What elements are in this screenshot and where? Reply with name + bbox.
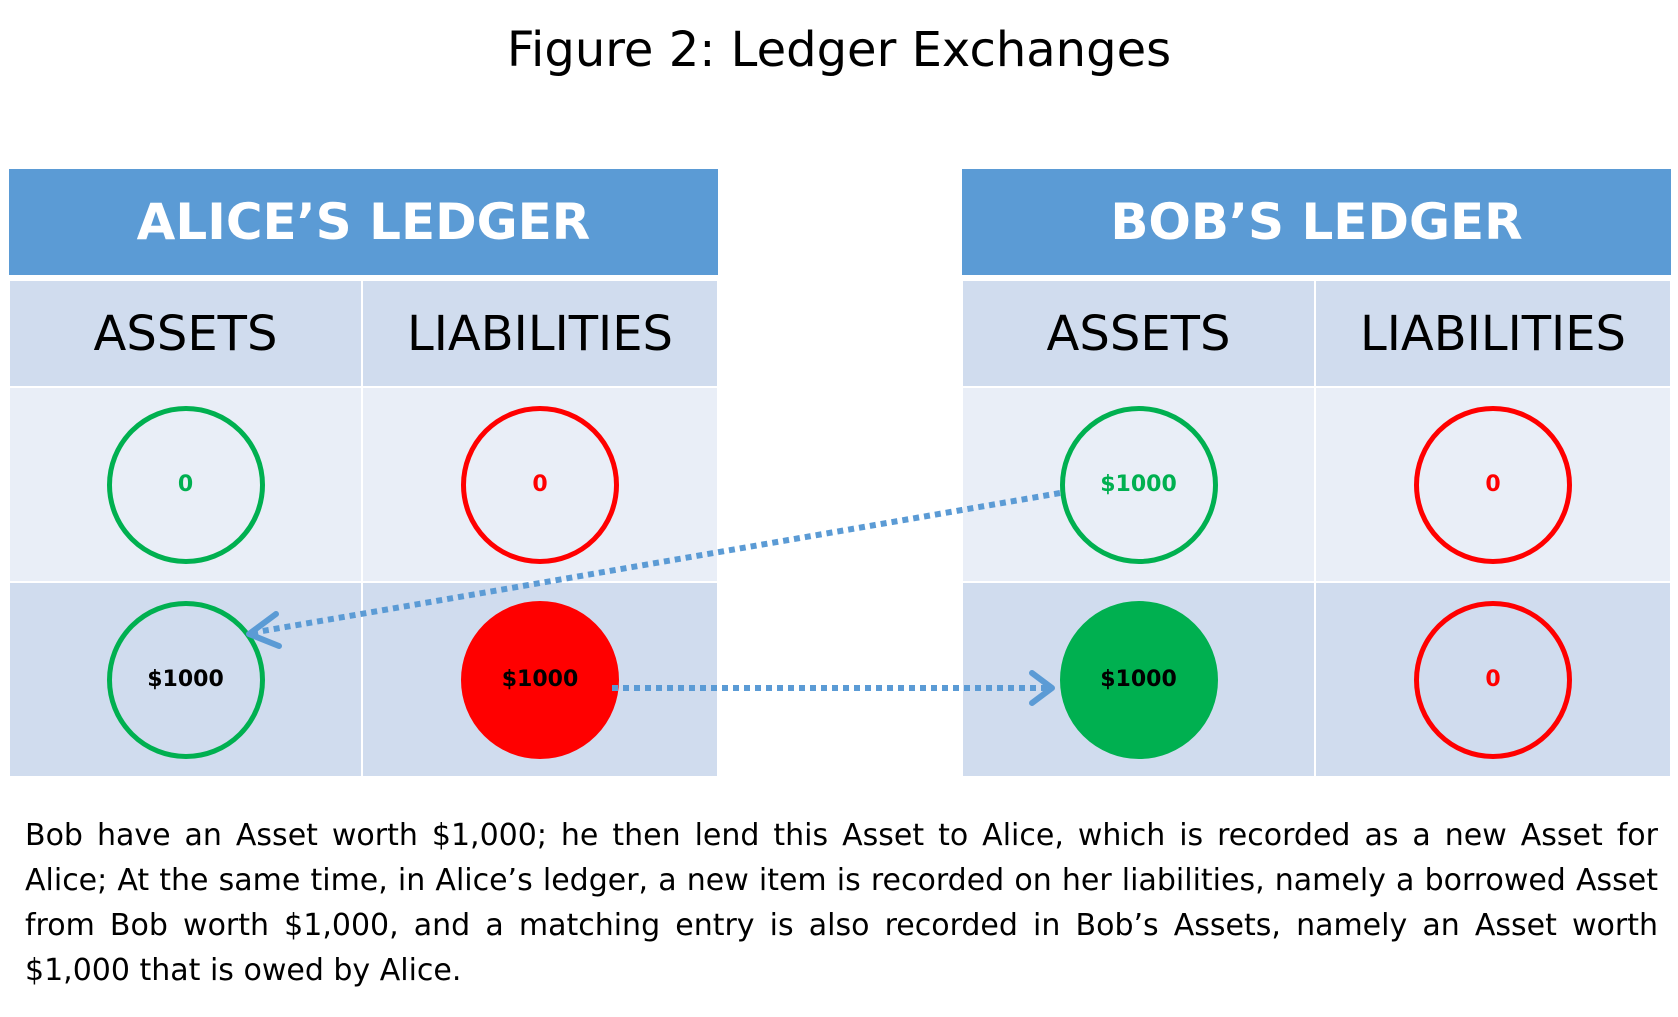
bob-row1-asset-circle: $1000 [1059,405,1218,564]
figure-caption: Bob have an Asset worth $1,000; he then … [25,818,1658,988]
bob-row2-asset-circle: $1000 [1059,600,1218,759]
figure-title: Figure 2: Ledger Exchanges [506,22,1172,78]
bob-liabilities-heading: LIABILITIES [1315,281,1671,388]
bob-row1-liabilities-cell: 0 [1315,388,1671,583]
bob-assets-heading: ASSETS [962,281,1315,388]
alice-row2-assets-cell: $1000 [9,583,362,778]
alice-assets-heading: ASSETS [9,281,362,388]
alice-row2-liability-circle: $1000 [461,600,619,759]
bob-row2-liability-circle: 0 [1414,600,1572,759]
alice-ledger-header: ALICE’S LEDGER [9,169,718,275]
alice-row2-asset-circle: $1000 [106,600,265,759]
bob-row2-assets-cell: $1000 [962,583,1315,778]
alice-liabilities-heading: LIABILITIES [362,281,718,388]
bob-ledger: BOB’S LEDGER ASSETS LIABILITIES $1000 0 … [962,169,1671,778]
bob-row1-assets-cell: $1000 [962,388,1315,583]
alice-row1-liability-circle: 0 [461,405,619,564]
alice-row2-liabilities-cell: $1000 [362,583,718,778]
alice-row1-liabilities-cell: 0 [362,388,718,583]
bob-ledger-header: BOB’S LEDGER [962,169,1671,275]
alice-row1-asset-circle: 0 [106,405,265,564]
alice-ledger: ALICE’S LEDGER ASSETS LIABILITIES 0 0 $1… [9,169,718,778]
bob-ledger-grid: ASSETS LIABILITIES $1000 0 $1000 0 [962,281,1671,778]
bob-row1-liability-circle: 0 [1414,405,1572,564]
bob-row2-liabilities-cell: 0 [1315,583,1671,778]
alice-ledger-grid: ASSETS LIABILITIES 0 0 $1000 $1000 [9,281,718,778]
alice-row1-assets-cell: 0 [9,388,362,583]
